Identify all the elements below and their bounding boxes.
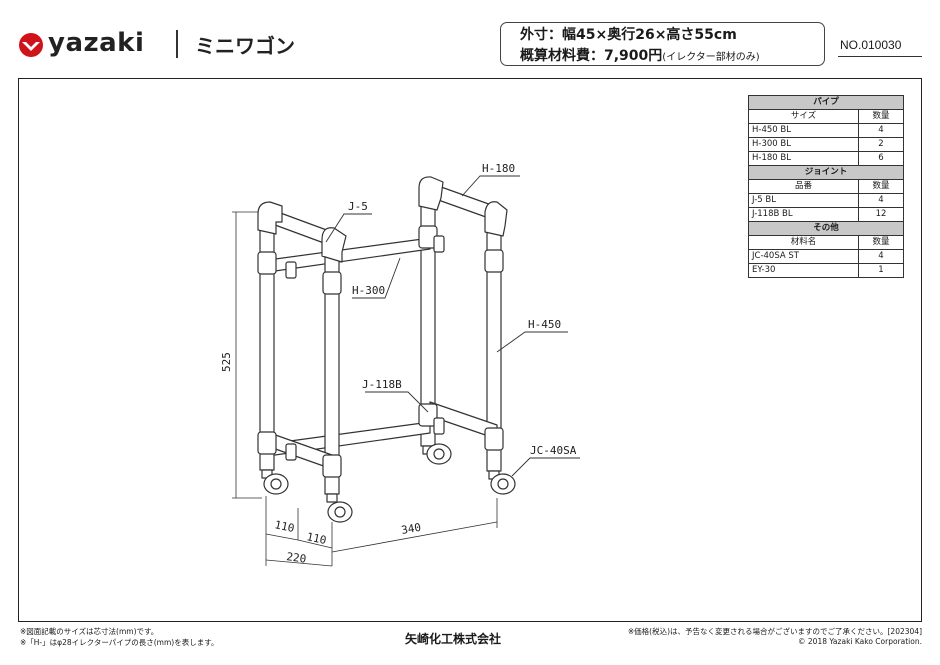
joint-collar-2	[433, 235, 445, 253]
yazaki-logo: yazaki	[18, 28, 163, 60]
dim-depth-total-value: 220	[286, 550, 307, 566]
joint-j118b-8	[484, 427, 504, 451]
leader-j118b	[365, 391, 429, 413]
header-divider	[176, 30, 178, 58]
footer-note-2: ※「H-」はφ28イレクターパイプの長さ(mm)を表します。	[20, 638, 219, 647]
parts-section-title: パイプ	[748, 95, 904, 110]
joint-j5-front-right	[321, 227, 347, 263]
joint-j5-front-left	[257, 201, 283, 235]
leader-h180	[461, 175, 520, 197]
footer-note-1: ※図面記載のサイズは芯寸法(mm)です。	[20, 627, 159, 636]
joint-j118b-5	[257, 431, 277, 455]
label-h300: H-300	[352, 284, 385, 297]
leader-h300	[352, 257, 401, 299]
spec-box	[500, 22, 825, 66]
parts-column-header: 品番数量	[748, 179, 904, 194]
dim-depth-b-line	[297, 539, 333, 549]
label-h180: H-180	[482, 162, 515, 175]
caster-front-right	[326, 493, 353, 523]
label-j5: J-5	[348, 200, 368, 213]
spec-cost-label: 概算材料費：7,900円	[520, 48, 663, 64]
document-number-underline	[838, 56, 922, 57]
label-h450: H-450	[528, 318, 561, 331]
joint-collar-1	[285, 261, 297, 279]
product-name: ミニワゴン	[195, 34, 295, 58]
joint-j5-back-left	[418, 176, 444, 211]
dim-depth-a-value: 110	[273, 518, 295, 535]
price-note: ※価格(税込)は、予告なく変更される場合がございますのでご了承ください。[202…	[627, 627, 922, 636]
dim-height-value: 525	[220, 352, 233, 372]
parts-column-header: 材料名数量	[748, 235, 904, 250]
part-name: EY-30	[748, 263, 859, 278]
joint-j5-back-right	[484, 201, 508, 237]
brand-name: yazaki	[48, 28, 145, 58]
parts-section-title: その他	[748, 221, 904, 236]
spec-cost: 概算材料費：7,900円(イレクター部材のみ)	[520, 45, 760, 65]
dim-depth-a-line	[265, 533, 299, 541]
drawing-frame	[18, 78, 922, 622]
joint-j118b-1	[257, 251, 277, 275]
caster-front-left	[261, 469, 289, 495]
joint-collar-3	[285, 443, 297, 461]
parts-section-title: ジョイント	[748, 165, 904, 180]
joint-collar-4	[433, 417, 445, 435]
yazaki-logo-icon	[19, 33, 43, 57]
parts-col-qty: 数量	[858, 179, 904, 194]
parts-section-header: ジョイント	[748, 165, 904, 180]
document-number: NO.010030	[840, 38, 902, 52]
leader-j5	[325, 213, 372, 243]
company-name: 矢崎化工株式会社	[405, 632, 502, 646]
spec-dimensions: 外寸：幅45×奥行26×高さ55cm	[520, 27, 737, 43]
copyright: © 2018 Yazaki Kako Corporation.	[798, 637, 922, 646]
joint-j118b-4	[484, 249, 504, 273]
dim-depth-b-value: 110	[305, 530, 327, 547]
dim-depth-total-line	[265, 559, 333, 567]
joint-j118b-2	[322, 271, 342, 295]
leader-h450	[496, 331, 568, 353]
joint-j118b-6	[322, 454, 342, 478]
label-j118b: J-118B	[362, 378, 402, 391]
dim-width-value: 340	[400, 521, 422, 537]
parts-section-header: その他	[748, 221, 904, 236]
label-jc40sa: JC-40SA	[530, 444, 577, 457]
parts-section-header: パイプ	[748, 95, 904, 110]
dim-width-line	[331, 521, 498, 553]
part-qty: 1	[858, 263, 904, 278]
caster-back-left	[422, 443, 452, 465]
leader-jc40sa	[511, 457, 580, 477]
caster-back-right	[488, 470, 516, 495]
joint-j118b-7	[418, 403, 438, 427]
spec-cost-note: (イレクター部材のみ)	[662, 52, 760, 63]
